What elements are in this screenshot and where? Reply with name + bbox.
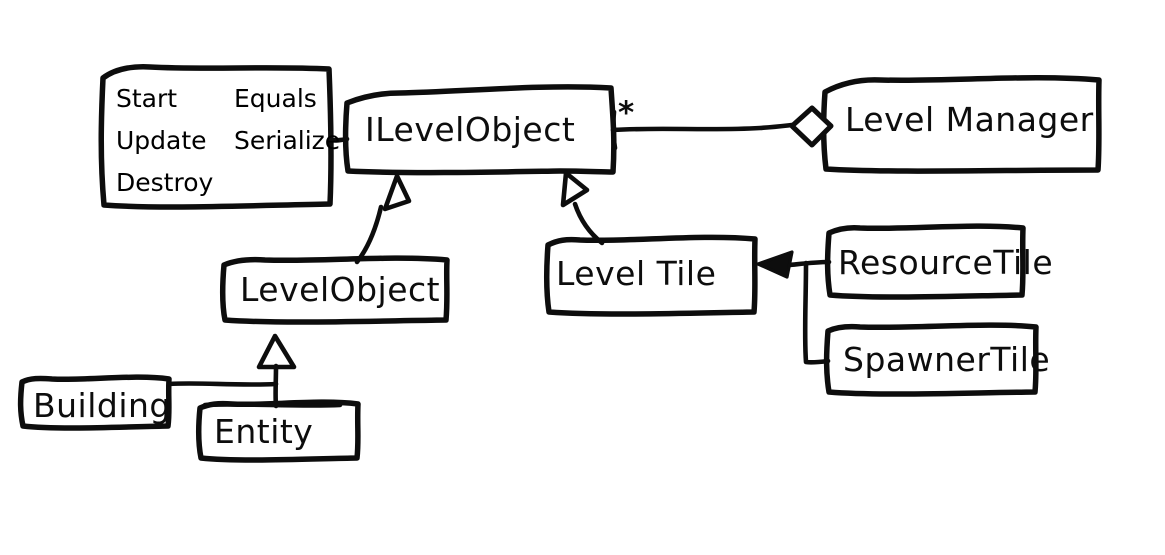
levelmanager-box[interactable]	[820, 74, 1102, 174]
member-update: Update	[116, 126, 207, 155]
aggregation-end-tick	[611, 109, 618, 151]
aggregation-diamond-icon	[789, 105, 834, 148]
member-serialize: Serialize	[234, 126, 341, 155]
connector-note-to-ilevelobject	[327, 136, 350, 143]
connector-leveltile-to-ilevelobject	[572, 201, 605, 246]
inheritance-arrowhead-levelobject-icon	[256, 333, 297, 370]
building-box[interactable]	[17, 374, 172, 431]
member-start: Start	[116, 84, 178, 113]
entity-box[interactable]	[195, 399, 361, 463]
inheritance-arrowhead-leveltile-icon	[756, 250, 794, 279]
member-destroy: Destroy	[116, 168, 214, 197]
connector-aggregation-line	[610, 122, 795, 133]
member-equals: Equals	[234, 84, 317, 113]
connector-resourcetile-to-leveltile	[787, 259, 832, 268]
connector-entity-to-levelobject	[202, 402, 343, 408]
members-note-content: Start Equals Update Serialize Destroy	[116, 82, 340, 200]
ilevelobject-box[interactable]	[342, 84, 617, 176]
connector-levelobject-to-ilevelobject	[354, 204, 384, 265]
connector-building-to-levelobject	[166, 381, 279, 387]
leveltile-box[interactable]	[543, 234, 758, 317]
resourcetile-box[interactable]	[824, 223, 1026, 300]
connector-tiles-trunk	[802, 260, 831, 365]
spawnertile-box[interactable]	[823, 322, 1039, 397]
realization-arrowhead-levelobject-icon	[382, 173, 412, 212]
realization-arrowhead-leveltile-icon	[560, 170, 590, 208]
members-note-box[interactable]	[98, 64, 334, 210]
levelobject-box[interactable]	[219, 255, 450, 325]
